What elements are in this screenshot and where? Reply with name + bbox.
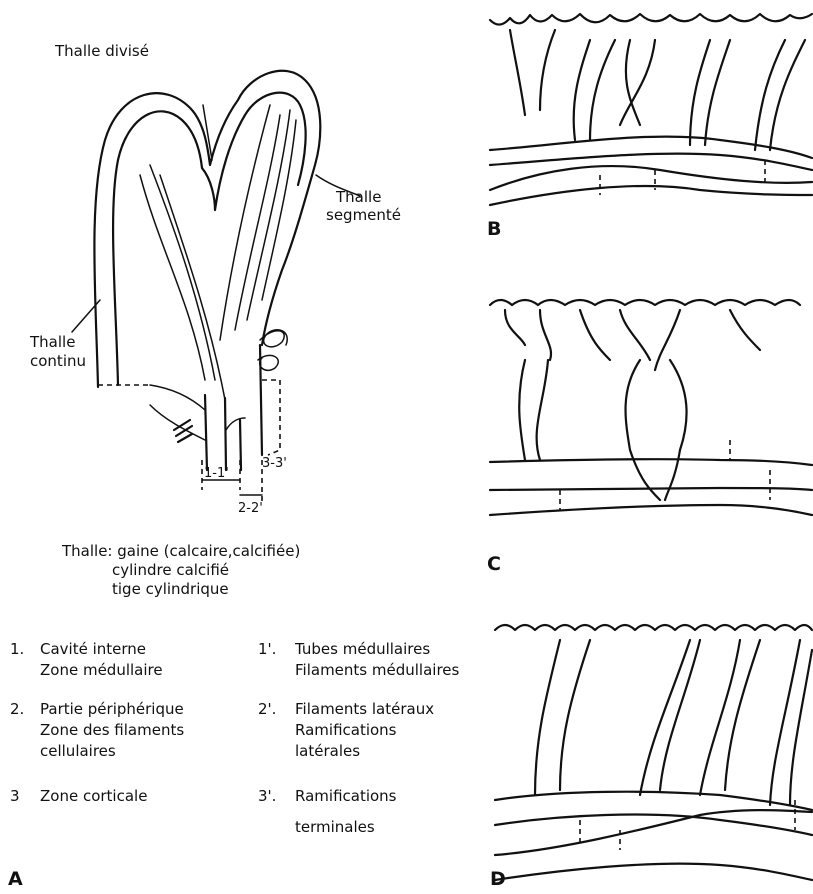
legend-right-num: 1'.	[258, 640, 276, 658]
legend-right-text: latérales	[295, 742, 360, 760]
panel-letter-d: D	[490, 868, 506, 890]
panel-b-drawing	[490, 14, 812, 205]
zone-2-label: 2-2'	[238, 500, 263, 518]
thalle-terms-line3: tige cylindrique	[112, 580, 229, 598]
panel-d-drawing	[495, 625, 812, 880]
legend-right-num: 2'.	[258, 700, 276, 718]
zone-3-label: 3-3'	[262, 455, 287, 473]
legend-left-text: Zone médullaire	[40, 661, 163, 679]
panel-letter-a: A	[8, 868, 23, 890]
legend-left-text: Cavité interne	[40, 640, 146, 658]
legend-left-num: 3	[10, 787, 20, 805]
legend-right-text: terminales	[295, 818, 375, 836]
label-thalle-continu-line1: Thalle	[30, 333, 75, 351]
legend-right-text: Filaments médullaires	[295, 661, 459, 679]
legend-right-text: Ramifications	[295, 787, 397, 805]
thalle-terms-line1: Thalle: gaine (calcaire,calcifiée)	[62, 542, 300, 560]
thalle-terms-line2: cylindre calcifié	[112, 561, 229, 579]
label-thalle-segmente-line2: segmenté	[326, 206, 401, 224]
label-thalle-segmente-line1: Thalle	[336, 188, 381, 206]
legend-right-text: Tubes médullaires	[295, 640, 430, 658]
zone-1-label: 1-1'	[204, 465, 229, 483]
legend-right-text: Ramifications	[295, 721, 397, 739]
panel-letter-c: C	[487, 553, 501, 575]
label-thalle-continu-line2: continu	[30, 352, 86, 370]
legend-left-text: cellulaires	[40, 742, 116, 760]
panel-c-drawing	[490, 300, 812, 515]
legend-right-num: 3'.	[258, 787, 276, 805]
legend-right-text: Filaments latéraux	[295, 700, 434, 718]
panel-a-thallus-drawing	[72, 71, 360, 505]
legend-left-text: Partie périphérique	[40, 700, 184, 718]
legend-left-num: 2.	[10, 700, 24, 718]
panel-letter-b: B	[487, 218, 501, 240]
label-thalle-divise: Thalle divisé	[55, 42, 149, 60]
legend-left-text: Zone des filaments	[40, 721, 184, 739]
legend-left-text: Zone corticale	[40, 787, 147, 805]
legend-left-num: 1.	[10, 640, 24, 658]
